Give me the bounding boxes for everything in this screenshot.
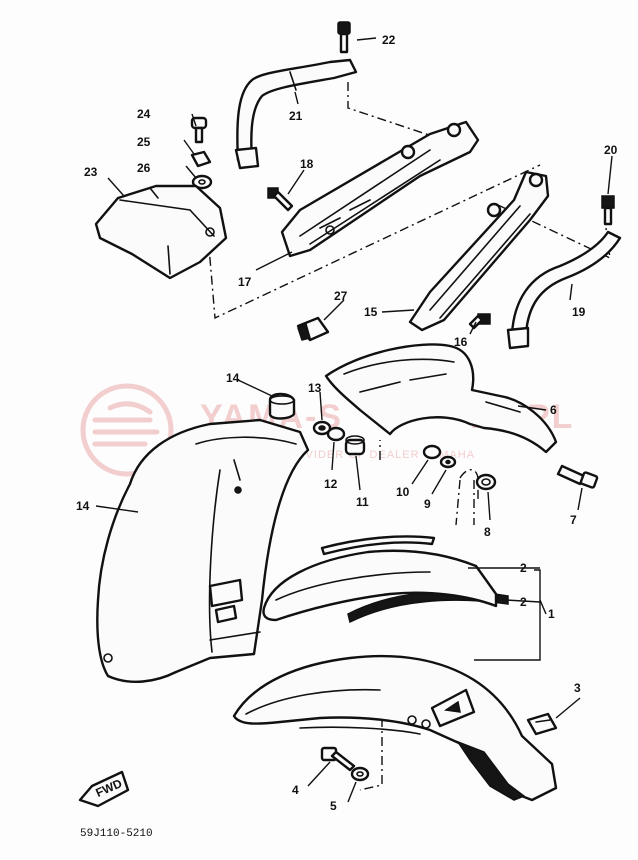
collar-26	[190, 150, 212, 168]
leader-lines	[95, 37, 613, 803]
inner-fender-14	[96, 418, 310, 683]
fender-rim	[262, 549, 498, 622]
grab-bar-left	[234, 58, 358, 170]
callout-5: 5	[330, 799, 337, 813]
callout-24: 23	[84, 165, 98, 179]
guide-strip	[320, 535, 436, 556]
bolt-17	[468, 313, 491, 330]
callout-4: 4	[292, 783, 299, 797]
fender-stay-6	[324, 343, 558, 454]
washer-12	[326, 426, 346, 442]
callout-11: 11	[356, 495, 369, 509]
collar-8	[475, 473, 497, 491]
bolt-21	[601, 195, 615, 226]
bolt-25	[190, 116, 208, 144]
watermark-logo-ring	[80, 383, 174, 477]
callout-8: 8	[484, 525, 491, 539]
callout-7: 7	[570, 513, 577, 527]
bolt-4	[320, 746, 356, 772]
callout-6: 6	[550, 403, 557, 417]
bolt-19	[267, 187, 294, 212]
callout-19: 18	[300, 157, 314, 171]
callout-13: 13	[308, 381, 322, 395]
callout-27: 26	[137, 161, 151, 175]
callout-20: 19	[572, 305, 586, 319]
callout-10: 10	[396, 485, 410, 499]
seat-bracket-left	[280, 120, 480, 258]
forward-arrow-badge: FWD	[78, 770, 130, 808]
assembly-line-20	[497, 204, 611, 260]
grommet-15	[268, 392, 296, 420]
rear-fender-1	[232, 654, 558, 802]
clamp-28	[296, 316, 330, 342]
callout-15: 14	[226, 371, 240, 385]
callout-28: 27	[334, 289, 348, 303]
drawing-code: 59J110-5210	[80, 828, 153, 840]
washer-27	[191, 174, 213, 190]
callout-18: 17	[238, 275, 252, 289]
assembly-line-8	[455, 479, 475, 526]
bolt-23	[337, 21, 351, 54]
callout-9: 9	[424, 497, 431, 511]
callout-22: 21	[289, 109, 303, 123]
clip-3	[526, 712, 558, 736]
seat-bracket-right	[408, 170, 550, 332]
callout-2-lower: 2	[520, 595, 527, 609]
callout-17: 16	[454, 335, 468, 349]
washer-9	[439, 455, 457, 469]
callout-1: 1	[548, 607, 555, 621]
callout-16: 15	[364, 305, 378, 319]
cover-24	[94, 184, 228, 280]
collar-11	[344, 435, 366, 456]
assembly-line-22	[347, 82, 451, 143]
callout-2-upper: 2	[520, 561, 527, 575]
callout-labels: 22 21 24 25 26 23 18 17 20 19 27 15 16 6…	[76, 33, 618, 813]
callout-23: 22	[382, 33, 396, 47]
callout-21: 20	[604, 143, 618, 157]
callout-12: 12	[324, 477, 338, 491]
callout-14: 14	[76, 499, 90, 513]
callout-26: 25	[137, 135, 151, 149]
callout-25: 24	[137, 107, 151, 121]
bolt-7	[556, 464, 599, 489]
assembly-line-4	[359, 718, 383, 791]
washer-5	[350, 766, 370, 782]
watermark-logo-mark	[92, 401, 160, 447]
nut-13	[312, 420, 332, 436]
grab-bar-right	[506, 230, 622, 350]
bracket-dashed-8	[459, 469, 479, 500]
callout-3: 3	[574, 681, 581, 695]
nut-10	[422, 444, 442, 460]
